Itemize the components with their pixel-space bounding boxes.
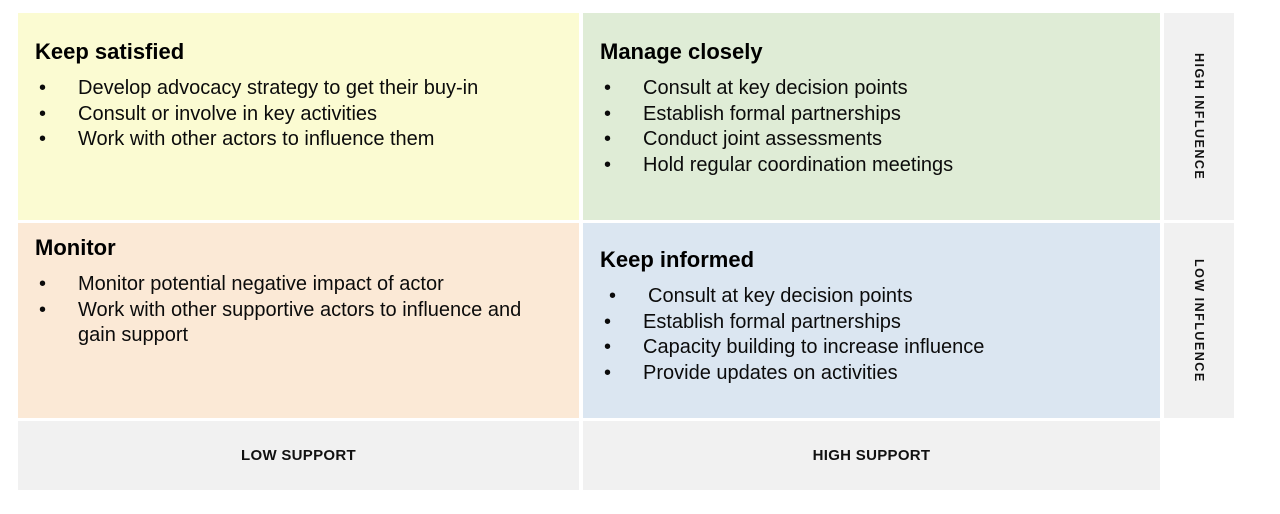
list-item-text: Provide updates on activities <box>643 361 898 384</box>
list-item: • Work with other supportive actors to in… <box>35 298 559 349</box>
list-item-text: Monitor potential negative impact of act… <box>78 273 444 295</box>
bullet-icon: • <box>609 285 617 307</box>
axis-label-low-influence: LOW INFLUENCE <box>1164 223 1234 418</box>
list-item: • Establish formal partnerships <box>600 102 1140 128</box>
list-item: • Capacity building to increase influence <box>600 335 1140 361</box>
quadrant-title-keep-informed: Keep informed <box>600 247 755 272</box>
quadrant-monitor: Monitor • Monitor potential negative impa… <box>18 223 579 418</box>
bullet-icon: • <box>39 298 47 321</box>
list-item-text: Consult at key decision points <box>643 77 908 99</box>
list-item: • Work with other actors to influence the… <box>35 127 559 153</box>
bullet-icon: • <box>604 310 612 333</box>
list-item-text: Establish formal partnerships <box>643 310 901 333</box>
bullet-icon: • <box>604 128 612 150</box>
list-item: • Develop advocacy strategy to get their … <box>35 76 559 102</box>
bullet-icon: • <box>39 273 47 295</box>
list-item: • Consult at key decision points <box>600 76 1140 102</box>
axis-label-high-support: HIGH SUPPORT <box>583 421 1160 490</box>
list-item-text: Capacity building to increase influence <box>643 336 985 358</box>
quadrant-title-monitor: Monitor <box>35 235 116 260</box>
list-item: • Consult or involve in key activities <box>35 102 559 128</box>
bullet-icon: • <box>39 77 47 99</box>
axis-label-high-support-text: HIGH SUPPORT <box>812 447 931 464</box>
quadrant-list-keep-satisfied: • Develop advocacy strategy to get their … <box>35 76 559 153</box>
bullet-icon: • <box>604 336 612 358</box>
quadrant-list-manage-closely: • Consult at key decision points • Establi… <box>600 76 1140 178</box>
list-item: • Hold regular coordination meetings <box>600 153 1140 179</box>
axis-label-low-support-text: LOW SUPPORT <box>241 447 356 464</box>
axis-label-low-influence-text: LOW INFLUENCE <box>1192 258 1206 383</box>
list-item: • Consult at key decision points <box>600 284 1140 310</box>
bullet-icon: • <box>39 128 47 150</box>
quadrant-title-keep-satisfied: Keep satisfied <box>35 39 185 64</box>
list-item-text: Establish formal partnerships <box>643 102 901 125</box>
list-item-text: Work with other supportive actors to inf… <box>78 298 522 347</box>
bullet-icon: • <box>604 361 612 384</box>
list-item-text: Hold regular coordination meetings <box>643 153 954 176</box>
list-item: • Provide updates on activities <box>600 361 1140 387</box>
list-item-text: Develop advocacy strategy to get their b… <box>78 77 479 99</box>
bullet-icon: • <box>39 102 47 125</box>
quadrant-manage-closely: Manage closely • Consult at key decision … <box>583 13 1160 220</box>
quadrant-keep-informed: Keep informed • Consult at key decision p… <box>583 223 1160 418</box>
bullet-icon: • <box>604 77 612 99</box>
list-item-text: Work with other actors to influence them <box>78 128 435 150</box>
bullet-icon: • <box>604 153 612 176</box>
list-item: • Establish formal partnerships <box>600 310 1140 336</box>
quadrant-list-keep-informed: • Consult at key decision points • Establi… <box>600 284 1140 386</box>
list-item-text: Consult at key decision points <box>648 285 913 307</box>
list-item: • Conduct joint assessments <box>600 127 1140 153</box>
quadrant-keep-satisfied: Keep satisfied • Develop advocacy strateg… <box>18 13 579 220</box>
quadrant-list-monitor: • Monitor potential negative impact of ac… <box>35 272 559 349</box>
corner-spacer <box>1164 421 1234 490</box>
axis-label-low-support: LOW SUPPORT <box>18 421 579 490</box>
quadrant-title-manage-closely: Manage closely <box>600 39 763 64</box>
list-item-text: Conduct joint assessments <box>643 128 883 150</box>
bullet-icon: • <box>604 102 612 125</box>
list-item-text: Consult or involve in key activities <box>78 102 378 125</box>
axis-label-high-influence-text: HIGH INFLUENCE <box>1192 52 1206 181</box>
axis-label-high-influence: HIGH INFLUENCE <box>1164 13 1234 220</box>
list-item: • Monitor potential negative impact of ac… <box>35 272 559 298</box>
stakeholder-matrix-grid: Keep satisfied • Develop advocacy strateg… <box>18 13 1234 490</box>
